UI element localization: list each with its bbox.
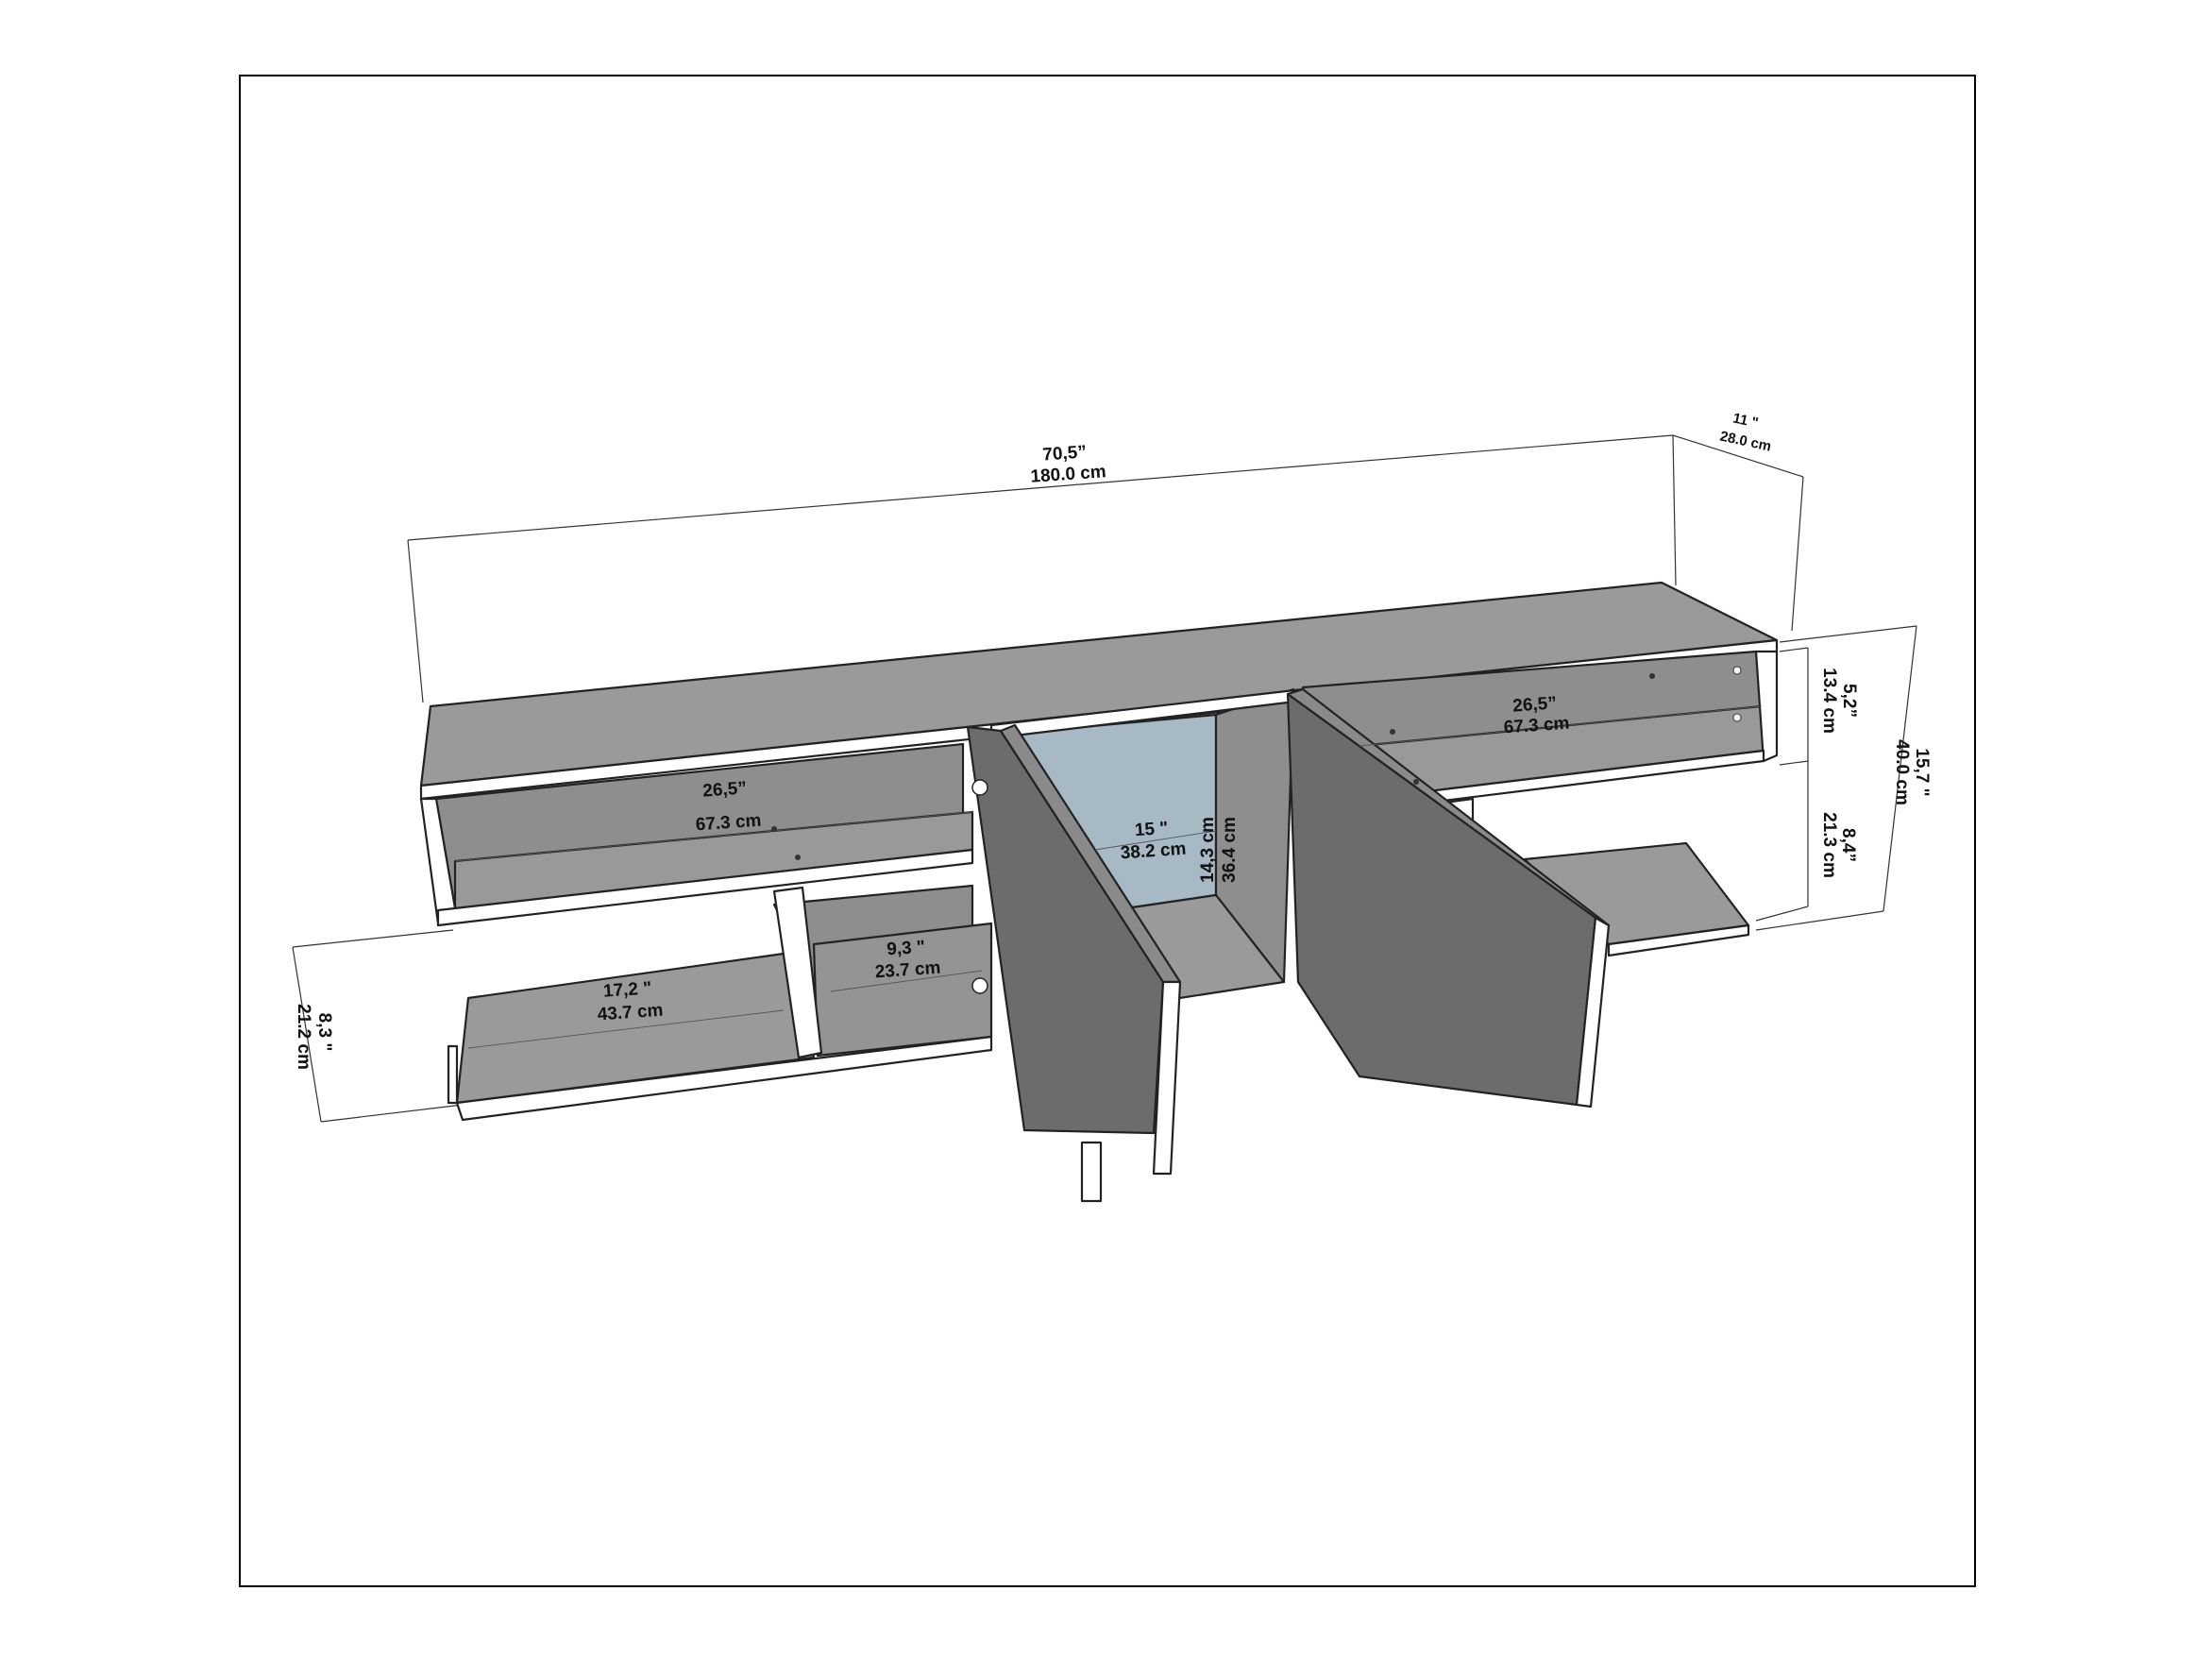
total-height-in: 15,7 " (1912, 748, 1932, 796)
cabinet-width-in: 15 " (1134, 819, 1169, 840)
total-height-cm: 40.0 cm (1892, 739, 1912, 805)
diagram-frame (239, 75, 1976, 1587)
left-door-side (1152, 980, 1182, 1176)
depth-in: 11 " (1731, 410, 1760, 431)
top-left-shelf-cm: 67.3 cm (695, 811, 762, 836)
cabinet-width-cm: 38.2 cm (1120, 839, 1187, 864)
top-left-shelf-in: 26,5” (702, 778, 748, 801)
lower-left-height-in: 8,3 " (314, 1013, 334, 1052)
lower-left-shelf-cm: 43.7 cm (597, 1001, 664, 1025)
lower-left-side-left (447, 1044, 459, 1105)
cabinet-height-in: 14,3 cm (1198, 817, 1218, 883)
tv-unit (419, 581, 1779, 1203)
lower-left-divider (772, 886, 823, 1059)
total-width-in: 70,5” (1042, 442, 1088, 465)
hinge-hole (971, 977, 988, 994)
lower-left-shelf-in: 17,2 " (602, 978, 652, 1002)
upper-left-bottom-front (436, 848, 974, 927)
top-right-shelf-cm: 67.3 cm (1503, 714, 1570, 738)
lower-right-height-in: 8,4” (1838, 828, 1858, 862)
lower-left-height-cm: 21.2 cm (294, 1004, 313, 1070)
lower-mid-shelf-in: 9,3 " (886, 938, 926, 960)
left-door-leg (1080, 1141, 1103, 1203)
cabinet-height-cm: 36.4 cm (1220, 817, 1240, 883)
lower-left-bottom-front (455, 1035, 993, 1122)
lower-mid-shelf-cm: 23.7 cm (874, 958, 941, 983)
top-right-shelf-in: 26,5” (1512, 693, 1558, 716)
top-right-height-in: 5,2” (1839, 684, 1859, 718)
lower-right-shelf-front (1607, 923, 1750, 957)
dimension-labels: 70,5” 180.0 cm 11 " 28.0 cm 5,2” 13.4 cm… (294, 410, 1932, 1069)
depth-cm: 28.0 cm (1718, 429, 1772, 455)
right-door-top-edge (1286, 687, 1611, 927)
upper-right-side-panel (1754, 650, 1779, 763)
hinge-hole (971, 779, 988, 796)
dimension-lines (292, 434, 1917, 1123)
lower-right-height-cm: 21.3 cm (1819, 812, 1839, 878)
top-right-height-cm: 13.4 cm (1819, 668, 1839, 734)
